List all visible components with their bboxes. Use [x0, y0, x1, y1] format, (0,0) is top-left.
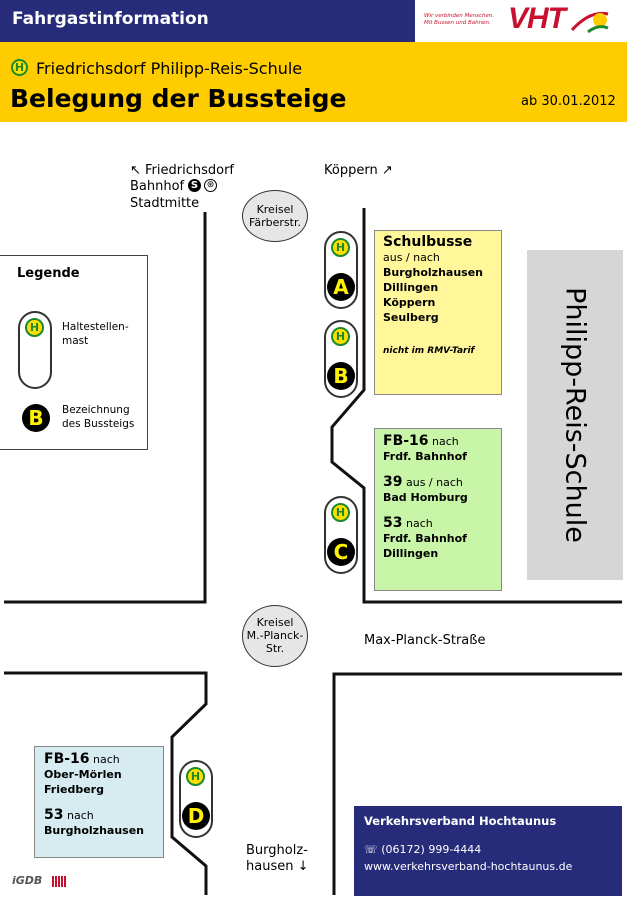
bay-b: B — [327, 362, 355, 390]
credit-logo: iGDB — [12, 874, 43, 887]
direction-bahnhof: Bahnhof — [130, 179, 185, 194]
info-box-c: FB-16 nach Frdf. Bahnhof 39 aus / nach B… — [374, 428, 502, 591]
destination: Seulberg — [383, 311, 439, 324]
credit-logo-icon — [52, 876, 66, 887]
title-band — [0, 42, 627, 122]
stop-h-icon: H — [11, 59, 28, 76]
line-number: 53 — [44, 807, 64, 823]
direction-stadtmitte: Stadtmitte — [130, 196, 200, 211]
sbahn-icon: S — [188, 179, 201, 192]
roundabout-max-planck: Kreisel M.-Planck- Str. — [242, 605, 308, 667]
roundabout-label: Kreisel — [256, 203, 294, 216]
destination: Bad Homburg — [383, 491, 468, 504]
road-edge-upper-left — [4, 212, 207, 604]
destination: Köppern — [383, 296, 436, 309]
legend-text: Bezeichnung — [62, 404, 130, 416]
box-ab-note: nicht im RMV-Tarif — [383, 346, 475, 356]
road-edge-lower-right — [332, 672, 622, 895]
line-number: FB-16 — [44, 751, 90, 767]
page-title: Belegung der Bussteige — [10, 84, 347, 113]
legend-bay-label: Bezeichnung des Bussteigs — [62, 403, 134, 431]
legend-text: mast — [62, 335, 89, 347]
destination: Ober-Mörlen — [44, 768, 122, 781]
bay-c: C — [327, 538, 355, 566]
valid-from-date: ab 30.01.2012 — [521, 94, 616, 109]
line-number: FB-16 — [383, 433, 429, 449]
stop-h-icon: H — [331, 327, 350, 346]
logo-text: VHT — [508, 2, 566, 35]
line-number: 53 — [383, 515, 403, 531]
line-sub: nach — [66, 809, 94, 822]
header-bar — [0, 0, 415, 42]
line-sub: aus / nach — [405, 476, 463, 489]
destination: Dillingen — [383, 281, 439, 294]
roundabout-label: Färberstr. — [249, 216, 301, 229]
vht-logo — [418, 0, 627, 42]
stop-h-icon: H — [25, 318, 44, 337]
legend-text: Haltestellen- — [62, 321, 129, 333]
phone-line: ☏ (06172) 999-4444 — [364, 843, 481, 856]
website-link[interactable]: www.verkehrsverband-hochtaunus.de — [364, 860, 573, 873]
roundabout-label: M.-Planck- — [246, 629, 304, 642]
org-name: Verkehrsverband Hochtaunus — [364, 814, 557, 828]
roundabout-label: Kreisel — [256, 616, 294, 629]
road-edge-upper-right — [330, 208, 622, 604]
legend-title: Legende — [17, 266, 80, 281]
direction-hausen: hausen ↓ — [246, 859, 309, 874]
legend-text: des Bussteigs — [62, 418, 135, 430]
stop-h-icon: H — [331, 503, 350, 522]
destination: Burgholzhausen — [44, 824, 144, 837]
box-ab-sub: aus / nach — [383, 251, 440, 264]
direction-koeppern: Köppern ↗ — [324, 163, 393, 178]
stop-name: Friedrichsdorf Philipp-Reis-Schule — [36, 59, 303, 78]
stop-h-icon: H — [331, 238, 350, 257]
destination: Burgholzhausen — [383, 266, 483, 279]
phone-icon: ☏ — [364, 843, 378, 856]
box-ab-title: Schulbusse — [383, 234, 473, 250]
contact-box — [354, 806, 622, 896]
roundabout-faerberstr: Kreisel Färberstr. — [242, 190, 308, 242]
line-sub: nach — [432, 435, 459, 448]
logo-slogan: Wir verbinden Menschen. Mit Bussen und B… — [424, 13, 495, 26]
info-box-d: FB-16 nach Ober-Mörlen Friedberg 53 nach… — [34, 746, 164, 858]
info-box-ab: Schulbusse aus / nach Burgholzhausen Dil… — [374, 230, 502, 395]
logo-swoosh-icon — [570, 11, 609, 34]
destination: Frdf. Bahnhof — [383, 532, 467, 545]
destination: Friedberg — [44, 783, 104, 796]
street-max-planck: Max-Planck-Straße — [364, 633, 486, 648]
line-sub: nach — [93, 753, 120, 766]
bus-station-icon: ⊛ — [204, 179, 217, 192]
school-building — [527, 250, 623, 580]
bay-a: A — [327, 273, 355, 301]
line-sub: nach — [405, 517, 433, 530]
bay-d: D — [182, 802, 210, 830]
roundabout-label: Str. — [265, 642, 285, 655]
destination: Dillingen — [383, 547, 439, 560]
phone-number[interactable]: (06172) 999-4444 — [381, 843, 482, 856]
line-number: 39 — [383, 474, 403, 490]
stop-h-icon: H — [186, 767, 205, 786]
destination: Frdf. Bahnhof — [383, 450, 467, 463]
header-title: Fahrgastinformation — [12, 9, 209, 29]
legend-bay-icon: B — [22, 404, 50, 432]
legend-pole-label: Haltestellen- mast — [62, 320, 129, 348]
direction-friedrichsdorf: ↖ Friedrichsdorf — [130, 163, 235, 178]
road-edge-lower-left — [4, 671, 208, 895]
direction-burgholzhausen: Burgholz- — [246, 843, 308, 858]
